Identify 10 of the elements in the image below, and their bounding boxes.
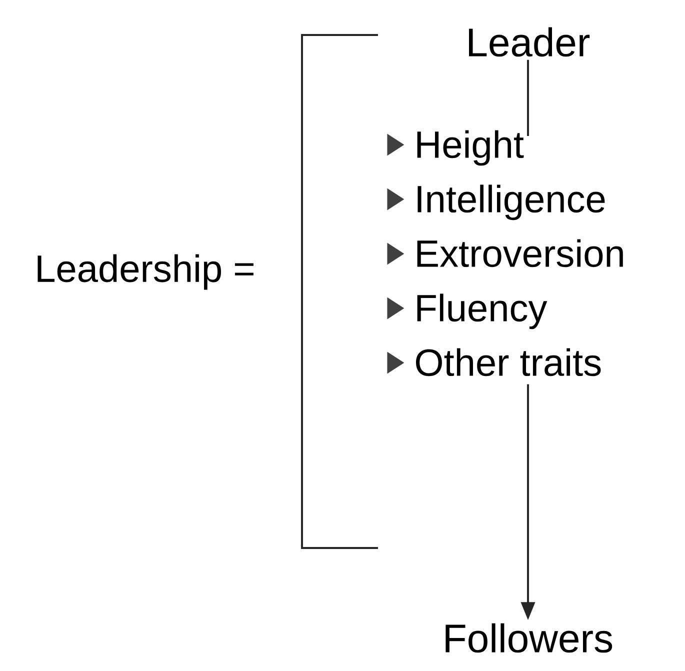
equation-label: Leadership = [38,254,254,290]
trait-list: Height Intelligence Extroversion Fluency Other traits [387,130,623,376]
node-label: Leader [469,27,590,57]
node-label: Fluency [417,294,548,330]
node-label: Followers [446,623,612,653]
connector [527,60,529,136]
node-label: Extroversion [417,239,623,268]
node-label: Intelligence [418,184,605,220]
node-label: Height [417,130,524,166]
node-label: Other traits [416,348,601,376]
